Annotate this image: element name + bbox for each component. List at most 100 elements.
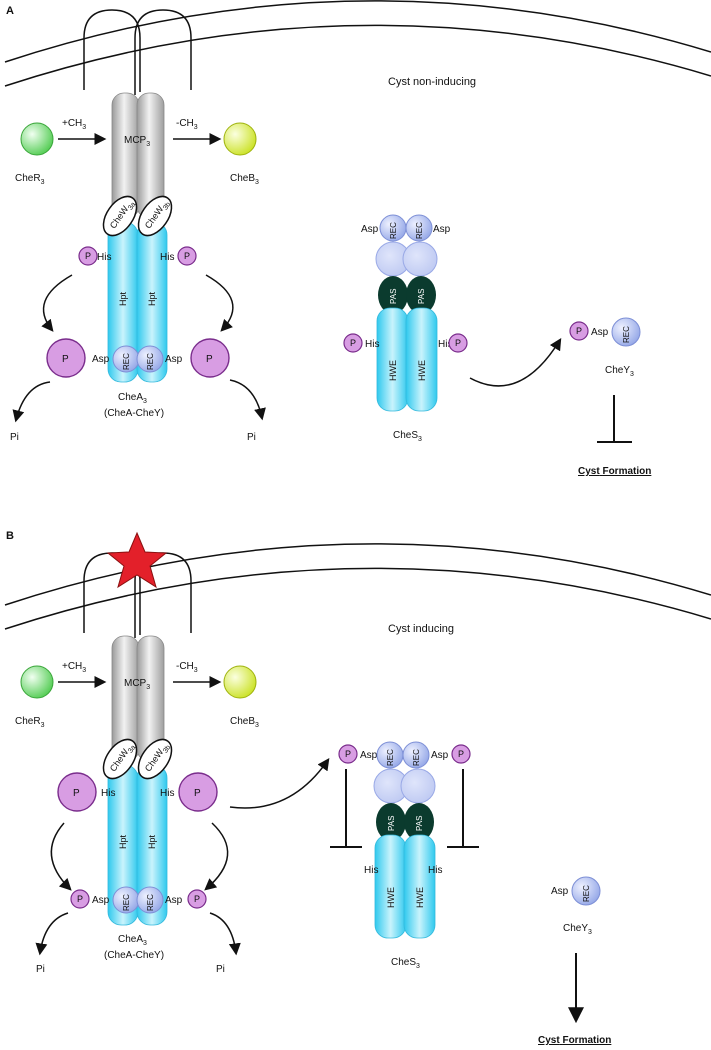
inner-membrane bbox=[4, 567, 711, 630]
his-label-left: His bbox=[97, 252, 111, 263]
transfer-arrow-right bbox=[205, 274, 234, 332]
hwe-label: HWE bbox=[388, 360, 398, 381]
chea-to-ches-arrow bbox=[229, 758, 330, 809]
rec-label: REC bbox=[389, 222, 398, 239]
p-label: P bbox=[77, 894, 83, 904]
outcome-label-a: Cyst Formation bbox=[578, 466, 651, 477]
chey-asp: Asp bbox=[551, 886, 569, 897]
transfer-arrow-right bbox=[204, 822, 229, 891]
ches-asp-right: Asp bbox=[433, 224, 451, 235]
ches-asp-left: Asp bbox=[361, 224, 379, 235]
panel-b-letter: B bbox=[6, 530, 14, 542]
p-label: P bbox=[194, 788, 201, 799]
ches-phospho-his-left bbox=[343, 333, 363, 353]
ches-asp-left: Asp bbox=[360, 750, 378, 761]
pi-arrow-left bbox=[12, 381, 51, 423]
his-label-right: His bbox=[160, 252, 174, 263]
ches-phospho-his-right bbox=[448, 333, 468, 353]
rec-label: REC bbox=[415, 222, 424, 239]
phospho-big-his-right bbox=[178, 772, 218, 812]
p-label: P bbox=[458, 749, 464, 759]
ches-rec-right bbox=[405, 214, 433, 242]
hpt-label-right: Hpt bbox=[147, 291, 157, 306]
chew-3a: CheW3a bbox=[102, 195, 137, 237]
p-label: P bbox=[350, 338, 356, 348]
mcp-loop-left bbox=[83, 9, 141, 92]
chey-label: CheY3 bbox=[605, 365, 634, 378]
ligand-star-icon bbox=[106, 531, 168, 589]
pi-arrow-right bbox=[229, 379, 266, 421]
ches-phospho-asp-left bbox=[338, 744, 358, 764]
hwe-label: HWE bbox=[415, 887, 425, 908]
chea-full-label: (CheA-CheY) bbox=[104, 408, 164, 419]
pi-arrow-right bbox=[209, 912, 241, 956]
rec-label: REC bbox=[386, 749, 395, 766]
mcp-label: MCP3 bbox=[124, 135, 150, 148]
chey-rec bbox=[611, 317, 641, 347]
ches-rec-right bbox=[402, 741, 430, 769]
asp-label-left: Asp bbox=[92, 895, 110, 906]
hwe-domain-left bbox=[376, 307, 409, 412]
p-label: P bbox=[576, 326, 582, 336]
phospho-his-right bbox=[177, 246, 197, 266]
rec-label: REC bbox=[146, 353, 155, 370]
chey-asp: Asp bbox=[591, 327, 609, 338]
hwe-label: HWE bbox=[417, 360, 427, 381]
methyl-add-label: +CH3 bbox=[62, 118, 86, 131]
cher-sphere bbox=[20, 665, 54, 699]
pi-arrow-left bbox=[35, 912, 69, 956]
hwe-label: HWE bbox=[386, 887, 396, 908]
ches-to-chey-arrow bbox=[469, 337, 562, 387]
chea-label: CheA3 bbox=[118, 934, 147, 947]
pas-domain-right bbox=[404, 803, 434, 841]
ches-his-left: His bbox=[365, 339, 379, 350]
pas-label: PAS bbox=[387, 816, 396, 831]
rec-label: REC bbox=[412, 749, 421, 766]
asp-label-right: Asp bbox=[165, 895, 183, 906]
ches-label: CheS3 bbox=[391, 957, 420, 970]
chey-rec bbox=[571, 876, 601, 906]
phospho-big-left bbox=[46, 338, 86, 378]
ches-his-left: His bbox=[364, 865, 378, 876]
chew-3b: CheW3b bbox=[137, 738, 172, 780]
chey-label: CheY3 bbox=[563, 923, 592, 936]
methyl-remove-label: -CH3 bbox=[176, 118, 198, 131]
p-label: P bbox=[62, 354, 69, 365]
hpt-label-right: Hpt bbox=[147, 834, 157, 849]
transfer-arrow-left bbox=[41, 274, 73, 332]
ches-asp-right: Asp bbox=[431, 750, 449, 761]
p-label: P bbox=[184, 251, 190, 261]
hwe-domain-right bbox=[403, 834, 436, 939]
pas-domain-left bbox=[378, 276, 408, 314]
p-label: P bbox=[73, 788, 80, 799]
rec-domain-right bbox=[136, 886, 164, 914]
state-label-b: Cyst inducing bbox=[388, 623, 454, 635]
hpt-label-left: Hpt bbox=[118, 291, 128, 306]
pas-label: PAS bbox=[415, 816, 424, 831]
rec-label: REC bbox=[146, 894, 155, 911]
cher-label: CheR3 bbox=[15, 716, 45, 729]
phospho-big-his-left bbox=[57, 772, 97, 812]
chea-label: CheA3 bbox=[118, 392, 147, 405]
asp-label-left: Asp bbox=[92, 354, 110, 365]
methyl-remove-label: -CH3 bbox=[176, 661, 198, 674]
inner-membrane bbox=[4, 24, 711, 87]
cher-label: CheR3 bbox=[15, 173, 45, 186]
pi-label-right: Pi bbox=[216, 964, 225, 975]
chea-full-label: (CheA-CheY) bbox=[104, 950, 164, 961]
cher-sphere bbox=[20, 122, 54, 156]
ches-label: CheS3 bbox=[393, 430, 422, 443]
methyl-add-label: +CH3 bbox=[62, 661, 86, 674]
pas-label: PAS bbox=[389, 289, 398, 304]
p-label: P bbox=[345, 749, 351, 759]
chey-phospho bbox=[569, 321, 589, 341]
mcp-loop-right bbox=[134, 9, 192, 95]
pi-label-left: Pi bbox=[36, 964, 45, 975]
outcome-label-b: Cyst Formation bbox=[538, 1035, 611, 1046]
his-label-left: His bbox=[101, 788, 115, 799]
ches-linker-right bbox=[400, 768, 436, 804]
cheb-sphere bbox=[223, 665, 257, 699]
pas-domain-left bbox=[376, 803, 406, 841]
hwe-domain-left bbox=[374, 834, 407, 939]
